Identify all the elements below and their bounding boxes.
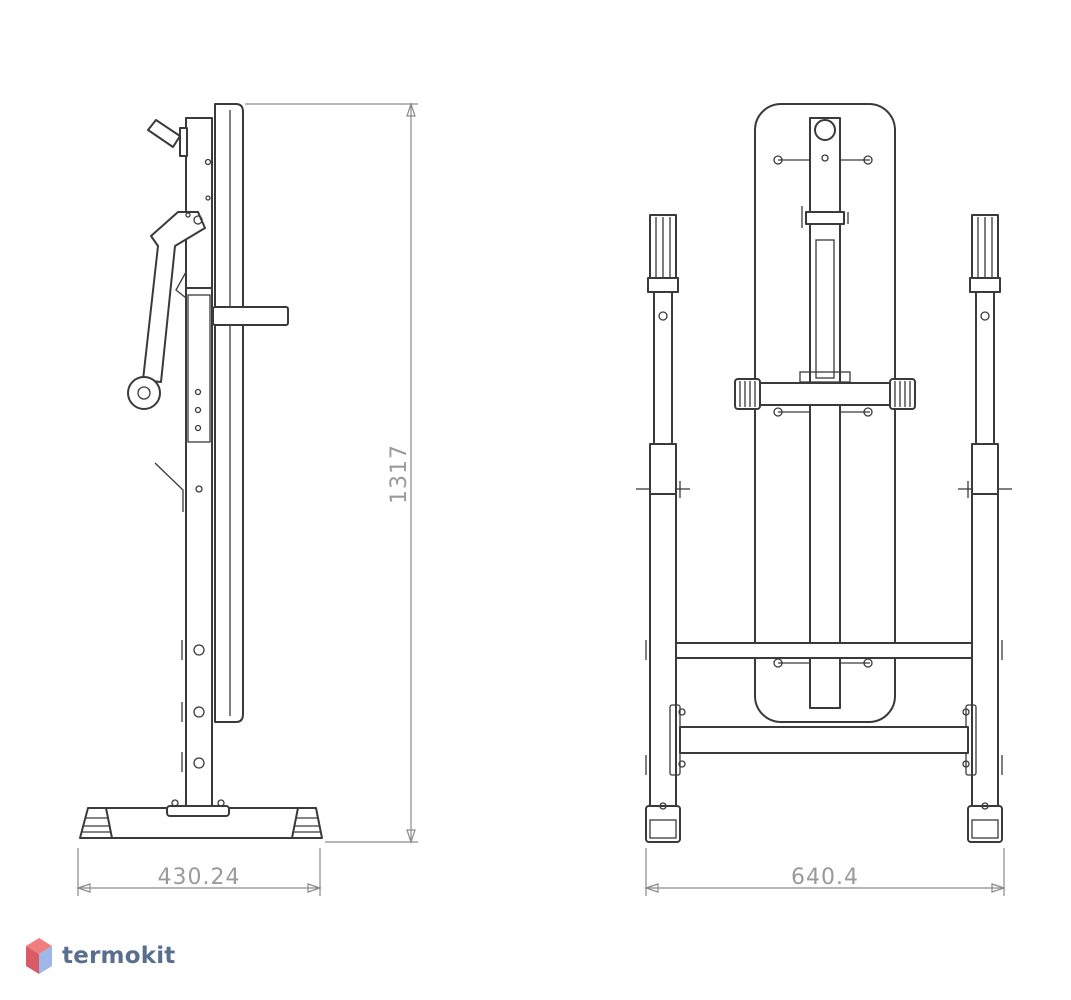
side-lever-arm bbox=[142, 211, 206, 383]
front-upper-crossbar bbox=[675, 642, 973, 659]
front-roller-left bbox=[734, 378, 761, 410]
side-top-knob bbox=[147, 119, 181, 148]
side-handle-peg bbox=[212, 306, 289, 326]
front-foot-left bbox=[645, 805, 681, 843]
front-foot-right bbox=[967, 805, 1003, 843]
front-cross-bar bbox=[759, 382, 891, 406]
brand-name: termokit bbox=[62, 943, 176, 969]
height-label: 1317 bbox=[387, 444, 412, 504]
side-foot-left bbox=[79, 807, 113, 839]
front-width-label: 640.4 bbox=[791, 865, 859, 890]
brand-logo: termokit bbox=[24, 934, 175, 978]
side-backrest bbox=[214, 103, 244, 723]
side-view bbox=[79, 103, 323, 839]
termokit-hexagon-icon bbox=[26, 938, 52, 974]
front-left-upright bbox=[649, 493, 677, 807]
dimension-side-width: 430.24 bbox=[76, 848, 322, 896]
side-lever-roller bbox=[127, 376, 161, 410]
front-center-column bbox=[809, 117, 841, 709]
front-lower-crossbar bbox=[679, 726, 969, 754]
front-view bbox=[636, 103, 1012, 843]
front-roller-right bbox=[889, 378, 916, 410]
side-upper-post bbox=[185, 117, 213, 289]
dimension-front-width: 640.4 bbox=[644, 848, 1006, 896]
side-foot-right bbox=[291, 807, 323, 839]
dimension-height: 1317 bbox=[245, 102, 418, 844]
side-width-label: 430.24 bbox=[158, 865, 241, 890]
side-main-post bbox=[185, 287, 213, 811]
